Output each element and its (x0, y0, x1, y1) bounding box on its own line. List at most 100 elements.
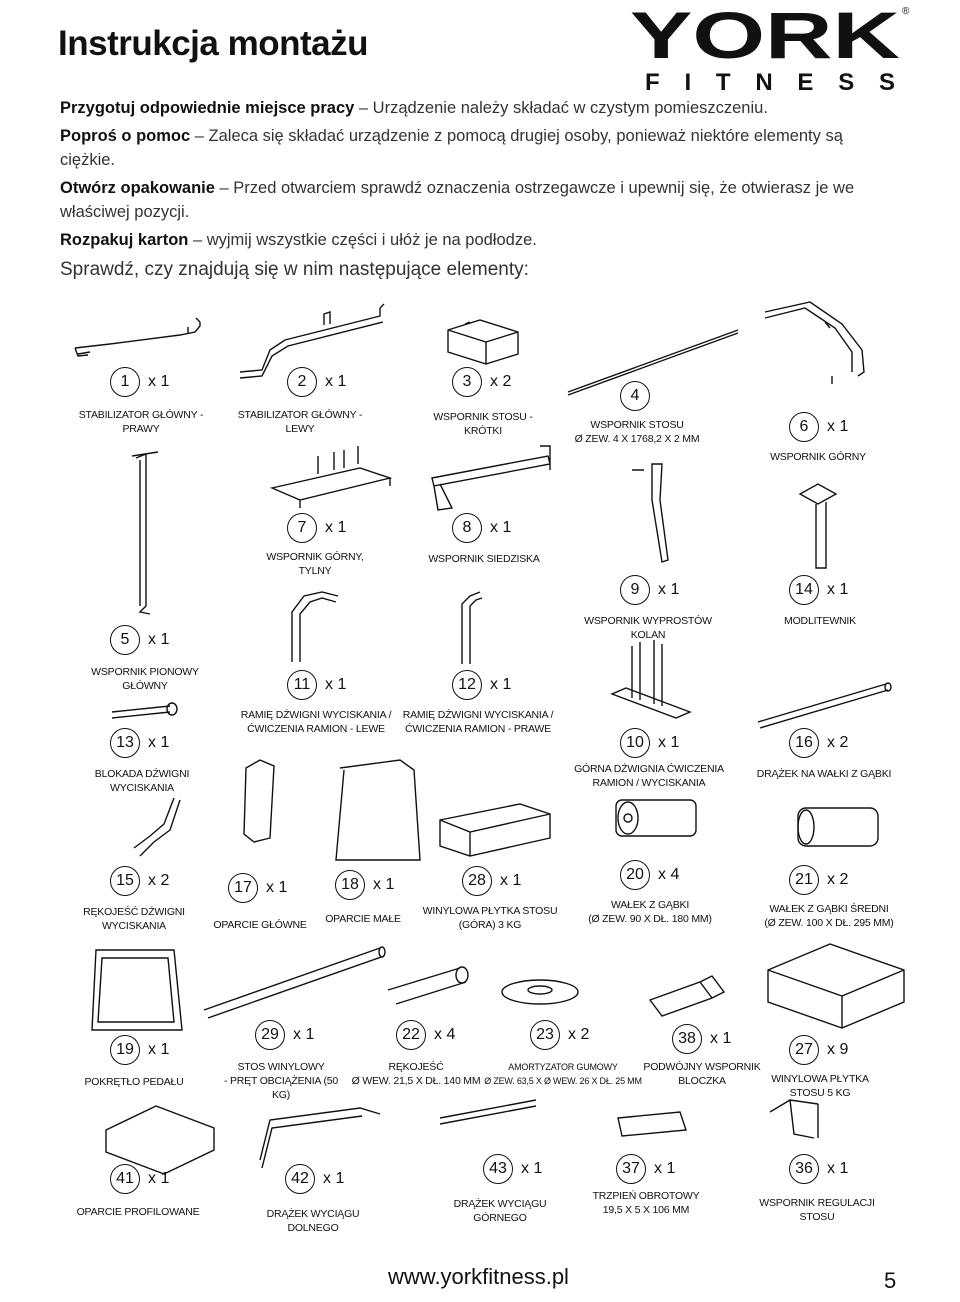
part-21-number: 21 (789, 865, 819, 895)
part-8-drawing (431, 445, 551, 511)
part-42-label: DRĄŻEK WYCIĄGU DOLNEGO (266, 1208, 360, 1234)
part-27-drawing (767, 943, 905, 1029)
part-27-number: 27 (789, 1035, 819, 1065)
part-17-number: 17 (228, 873, 258, 903)
part-6-number: 6 (789, 412, 819, 442)
part-19-qty: x 1 (148, 1041, 170, 1058)
intro-line-2: Poproś o pomoc – Zaleca się składać urzą… (60, 127, 843, 169)
york-fitness-logo: YORK ® FITNESS (630, 2, 910, 94)
part-21-qty: x 2 (827, 871, 849, 888)
part-36-drawing (769, 1099, 819, 1139)
part-6-qty: x 1 (827, 418, 849, 435)
part-18-qty: x 1 (373, 876, 395, 893)
logo-york-text: YORK (630, 2, 900, 72)
part-9-number: 9 (620, 575, 650, 605)
part-3-qty: x 2 (490, 373, 512, 390)
part-11-qty: x 1 (325, 676, 347, 693)
part-4-number: 4 (620, 381, 650, 411)
part-21-badge: 21 x 2 (789, 865, 848, 895)
part-36-qty: x 1 (827, 1160, 849, 1177)
part-11-badge: 11 x 1 (287, 670, 346, 700)
part-14-qty: x 1 (827, 581, 849, 598)
intro-check-line: Sprawdź, czy znajdują się w nim następuj… (60, 259, 529, 280)
part-38-number: 38 (672, 1024, 702, 1054)
part-13-number: 13 (110, 728, 140, 758)
part-19-label: POKRĘTŁO PEDAŁU (84, 1076, 184, 1088)
part-15-label: RĘKOJEŚĆ DŹWIGNI WYCISKANIA (83, 906, 185, 932)
logo-registered-mark: ® (902, 6, 910, 17)
part-6-drawing (764, 301, 865, 384)
part-20-number: 20 (620, 860, 650, 890)
part-7-label: WSPORNIK GÓRNY, TYLNY (266, 551, 364, 577)
part-12-drawing (461, 591, 483, 664)
part-37-qty: x 1 (654, 1160, 676, 1177)
part-18-drawing (335, 759, 421, 861)
part-16-label: DRĄŻEK NA WAŁKI Z GĄBKI (756, 768, 892, 780)
part-37-drawing (617, 1111, 687, 1137)
part-9-label: WSPORNIK WYPROSTÓW KOLAN (584, 615, 712, 641)
part-3-label: WSPORNIK STOSU - KRÓTKI (433, 411, 533, 437)
part-42-drawing (259, 1107, 381, 1169)
part-6-badge: 6 x 1 (789, 412, 848, 442)
part-2-number: 2 (287, 367, 317, 397)
part-23-qty: x 2 (568, 1026, 590, 1043)
part-2-drawing (239, 303, 385, 379)
page-number: 5 (884, 1268, 897, 1293)
part-27-qty: x 9 (827, 1041, 849, 1058)
part-9-qty: x 1 (658, 581, 680, 598)
part-15-qty: x 2 (148, 872, 170, 889)
part-5-drawing (131, 451, 159, 615)
part-4-drawing (567, 329, 739, 396)
part-28-drawing (439, 803, 551, 857)
part-8-qty: x 1 (490, 519, 512, 536)
part-10-number: 10 (620, 728, 650, 758)
part-14-label: MODLITEWNIK (784, 615, 856, 627)
part-43-label: DRĄŻEK WYCIĄGU GÓRNEGO (453, 1198, 547, 1224)
part-1-number: 1 (110, 367, 140, 397)
part-16-qty: x 2 (827, 734, 849, 751)
part-38-drawing (648, 975, 726, 1017)
part-17-label: OPARCIE GŁÓWNE (213, 919, 307, 931)
part-12-number: 12 (452, 670, 482, 700)
part-29-qty: x 1 (293, 1026, 315, 1043)
part-43-qty: x 1 (521, 1160, 543, 1177)
part-11-label: RAMIĘ DŹWIGNI WYCISKANIA /ĆWICZENIA RAMI… (240, 709, 392, 735)
part-1-label: STABILIZATOR GŁÓWNY - PRAWY (78, 409, 204, 435)
part-9-badge: 9 x 1 (620, 575, 679, 605)
part-6-label: WSPORNIK GÓRNY (770, 451, 866, 463)
part-18-label: OPARCIE MAŁE (325, 913, 401, 925)
part-10-badge: 10 x 1 (620, 728, 679, 758)
part-4-badge: 4 (620, 381, 650, 411)
part-28-label: WINYLOWA PŁYTKA STOSU(GÓRA) 3 KG (422, 905, 558, 931)
part-16-drawing (757, 682, 892, 729)
part-10-qty: x 1 (658, 734, 680, 751)
part-15-number: 15 (110, 866, 140, 896)
part-11-number: 11 (287, 670, 317, 700)
part-3-number: 3 (452, 367, 482, 397)
part-5-label: WSPORNIK PIONOWY GŁÓWNY (91, 666, 199, 692)
part-8-badge: 8 x 1 (452, 513, 511, 543)
part-29-drawing (203, 946, 386, 1019)
part-8-number: 8 (452, 513, 482, 543)
logo-fitness-text: FITNESS (645, 69, 895, 94)
part-3-drawing (447, 319, 519, 365)
part-1-drawing (74, 317, 201, 357)
